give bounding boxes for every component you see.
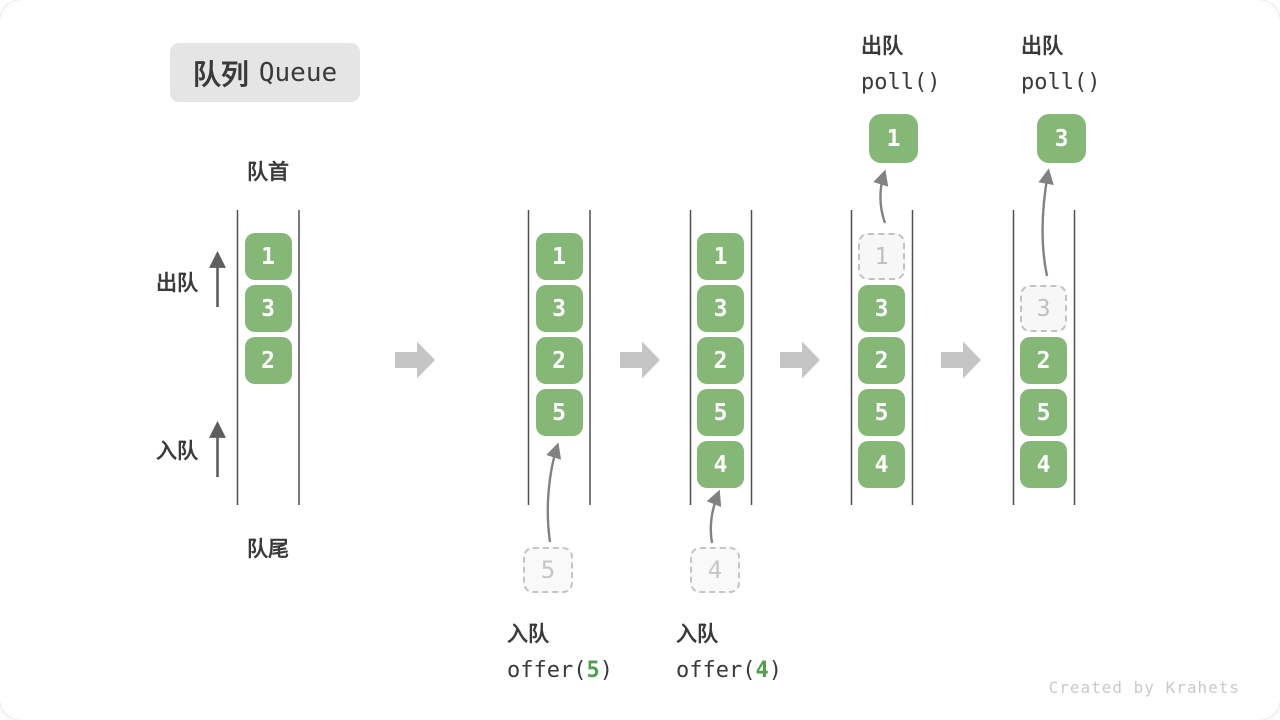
polled-item: 3 bbox=[1037, 114, 1086, 163]
front-label: 队首 bbox=[247, 161, 289, 184]
queue-item: 2 bbox=[858, 337, 905, 384]
incoming-item: 4 bbox=[690, 547, 740, 593]
dequeue-side-label: 出队 bbox=[156, 272, 198, 295]
step-arrow-icon bbox=[395, 341, 435, 379]
polled-item: 1 bbox=[869, 114, 918, 163]
title-badge: 队列 Queue bbox=[170, 43, 360, 102]
queue-walls bbox=[236, 210, 1076, 505]
watermark: Created by Krahets bbox=[1048, 678, 1240, 697]
queue-item: 2 bbox=[697, 337, 744, 384]
enqueue-flow-arrow bbox=[546, 442, 562, 543]
queue-item: 3 bbox=[858, 285, 905, 332]
queue-item: 2 bbox=[244, 337, 292, 384]
step-arrow-icon bbox=[780, 341, 820, 379]
queue-item: 3 bbox=[244, 285, 292, 332]
enqueue-op-label: 入队 offer(4) bbox=[676, 618, 782, 683]
queue-item: 1 bbox=[535, 233, 583, 280]
op-code-suffix: ) bbox=[599, 658, 613, 683]
step-arrow-icon bbox=[620, 341, 660, 379]
op-code: offer(5) bbox=[507, 658, 613, 683]
dequeue-op-label: 出队 poll() bbox=[861, 30, 940, 95]
op-code: poll() bbox=[861, 70, 941, 95]
queue-item: 5 bbox=[535, 389, 583, 436]
dequeue-op-label: 出队 poll() bbox=[1021, 30, 1100, 95]
op-code: offer(4) bbox=[676, 658, 782, 683]
op-action: 入队 bbox=[676, 623, 718, 646]
queue-item: 2 bbox=[535, 337, 583, 384]
queue-item: 3 bbox=[697, 285, 744, 332]
rear-label: 队尾 bbox=[247, 538, 289, 561]
title-zh: 队列 bbox=[192, 58, 249, 90]
op-code: poll() bbox=[1021, 70, 1101, 95]
queue-item: 4 bbox=[1020, 441, 1067, 488]
queue-item: 1 bbox=[244, 233, 292, 280]
incoming-item: 5 bbox=[523, 547, 573, 593]
op-code-prefix: offer( bbox=[676, 658, 756, 683]
op-code-arg: 4 bbox=[755, 658, 769, 683]
removed-item-ghost: 1 bbox=[858, 233, 905, 280]
dequeue-flow-arrow bbox=[1038, 168, 1054, 277]
queue-item: 5 bbox=[858, 389, 905, 436]
queue-item: 3 bbox=[535, 285, 583, 332]
dequeue-flow-arrow bbox=[873, 169, 889, 224]
title-en: Queue bbox=[258, 57, 338, 88]
queue-item: 5 bbox=[1020, 389, 1067, 436]
step-arrow-icon bbox=[941, 341, 981, 379]
op-action: 入队 bbox=[507, 623, 549, 646]
op-code-suffix: ) bbox=[768, 658, 782, 683]
queue-item: 2 bbox=[1020, 337, 1067, 384]
enqueue-op-label: 入队 offer(5) bbox=[507, 618, 613, 683]
queue-item: 4 bbox=[697, 441, 744, 488]
queue-item: 4 bbox=[858, 441, 905, 488]
op-action: 出队 bbox=[1021, 35, 1063, 58]
enqueue-flow-arrow bbox=[706, 489, 722, 544]
enqueue-side-label: 入队 bbox=[156, 440, 198, 463]
op-code-arg: 5 bbox=[586, 658, 600, 683]
op-action: 出队 bbox=[861, 35, 903, 58]
removed-item-ghost: 3 bbox=[1020, 285, 1067, 332]
queue-item: 5 bbox=[697, 389, 744, 436]
queue-item: 1 bbox=[697, 233, 744, 280]
op-code-prefix: offer( bbox=[507, 658, 587, 683]
